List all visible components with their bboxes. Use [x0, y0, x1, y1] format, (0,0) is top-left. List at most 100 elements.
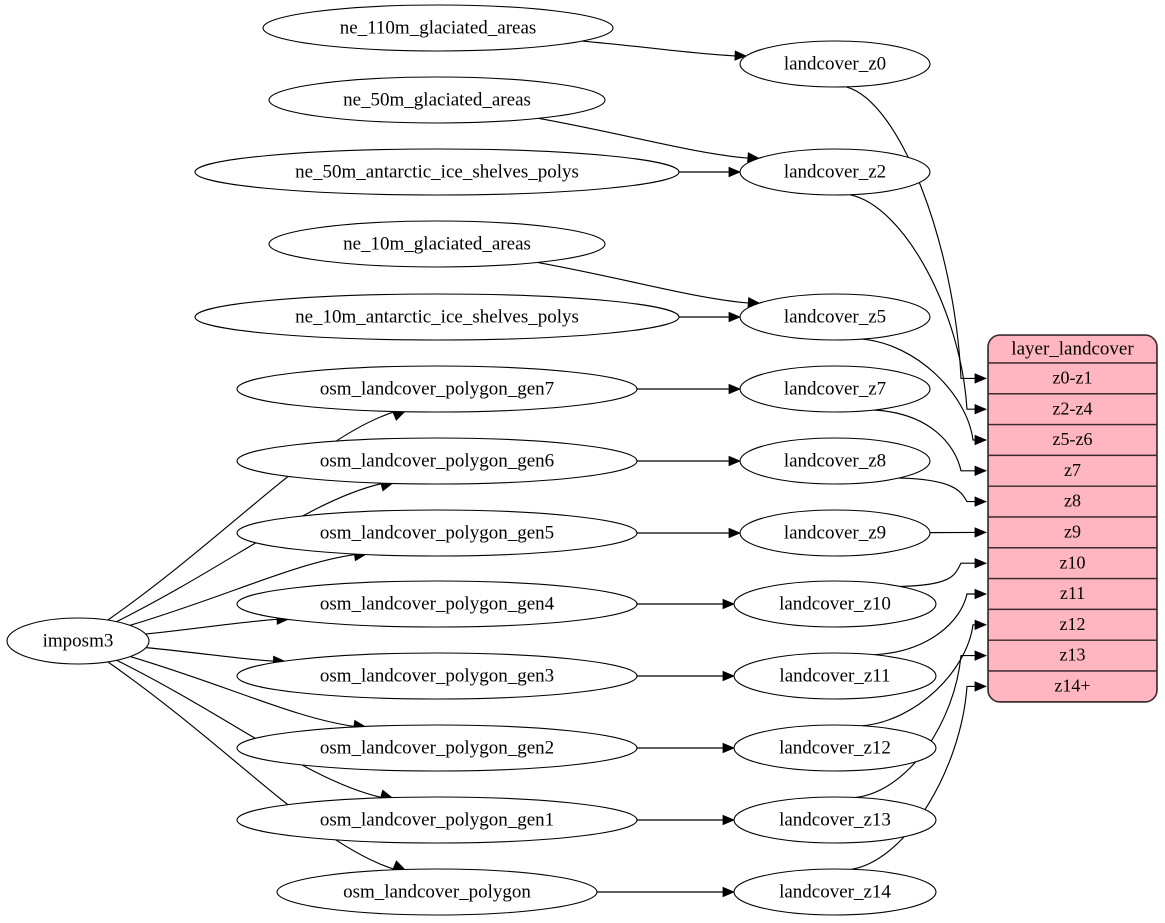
- edge-line: [107, 661, 395, 871]
- node-ne_50m_antarctic_ice_shelves_polys[interactable]: ne_50m_antarctic_ice_shelves_polys: [194, 148, 680, 196]
- node-landcover_z10[interactable]: landcover_z10: [733, 580, 937, 628]
- edge-line: [873, 409, 975, 472]
- edge-osm_landcover_polygon_gen5-to-landcover_z9: [637, 527, 742, 539]
- edge-line: [129, 553, 356, 626]
- edge-line: [107, 411, 395, 621]
- node-imposm3[interactable]: imposm3: [6, 617, 150, 665]
- arrow-head: [722, 814, 736, 826]
- node-landcover_z13[interactable]: landcover_z13: [733, 796, 937, 844]
- arrow-head: [974, 373, 988, 384]
- edge-osm_landcover_polygon_gen2-to-landcover_z12: [637, 742, 736, 754]
- node-ne_110m_glaciated_areas[interactable]: ne_110m_glaciated_areas: [262, 4, 614, 52]
- table-row-label-z7: z7: [1064, 460, 1081, 480]
- arrow-head: [722, 886, 736, 898]
- node-label: osm_landcover_polygon_gen3: [320, 665, 554, 686]
- node-label: osm_landcover_polygon_gen6: [320, 450, 554, 471]
- node-label: landcover_z14: [779, 881, 891, 902]
- arrow-head: [974, 557, 988, 569]
- node-landcover_z14[interactable]: landcover_z14: [733, 868, 937, 916]
- node-landcover_z8[interactable]: landcover_z8: [739, 437, 931, 485]
- node-label: landcover_z5: [784, 306, 886, 327]
- node-label: landcover_z0: [784, 53, 886, 74]
- node-label: ne_50m_glaciated_areas: [343, 89, 531, 110]
- node-landcover_z0[interactable]: landcover_z0: [739, 40, 931, 88]
- edge-line: [845, 86, 975, 379]
- edge-landcover_z14-to-layer_landcover-z14-: [851, 681, 988, 870]
- node-osm_landcover_polygon_gen4[interactable]: osm_landcover_polygon_gen4: [236, 580, 638, 628]
- node-osm_landcover_polygon_gen6[interactable]: osm_landcover_polygon_gen6: [236, 437, 638, 485]
- table-row-z8[interactable]: [988, 485, 1157, 518]
- edge-osm_landcover_polygon_gen3-to-landcover_z11: [637, 670, 736, 682]
- table-body: [988, 335, 1157, 702]
- arrow-head: [392, 411, 406, 421]
- node-osm_landcover_polygon_gen2[interactable]: osm_landcover_polygon_gen2: [236, 724, 638, 772]
- node-osm_landcover_polygon[interactable]: osm_landcover_polygon: [276, 868, 598, 916]
- node-osm_landcover_polygon_gen3[interactable]: osm_landcover_polygon_gen3: [236, 652, 638, 700]
- node-osm_landcover_polygon_gen7[interactable]: osm_landcover_polygon_gen7: [236, 365, 638, 413]
- arrow-head: [392, 860, 406, 870]
- edge-osm_landcover_polygon_gen7-to-landcover_z7: [637, 383, 742, 395]
- edge-landcover_z9-to-layer_landcover-z9: [929, 527, 988, 538]
- node-ne_50m_glaciated_areas[interactable]: ne_50m_glaciated_areas: [268, 76, 606, 124]
- arrow-head: [974, 650, 988, 661]
- node-label: osm_landcover_polygon_gen5: [320, 522, 554, 543]
- node-osm_landcover_polygon_gen1[interactable]: osm_landcover_polygon_gen1: [236, 796, 638, 844]
- node-ne_10m_antarctic_ice_shelves_polys[interactable]: ne_10m_antarctic_ice_shelves_polys: [194, 293, 680, 341]
- node-ne_10m_glaciated_areas[interactable]: ne_10m_glaciated_areas: [268, 220, 606, 268]
- edge-ne_10m_antarctic_ice_shelves_polys-to-landcover_z5: [679, 311, 742, 323]
- edge-line: [145, 618, 279, 635]
- node-landcover_z12[interactable]: landcover_z12: [733, 724, 937, 772]
- edge-line: [900, 562, 975, 587]
- table-row-label-z5-z6: z5-z6: [1053, 429, 1093, 449]
- arrow-head: [728, 383, 742, 395]
- arrow-head: [974, 588, 988, 600]
- table-row-z12[interactable]: [988, 608, 1157, 641]
- node-landcover_z9[interactable]: landcover_z9: [739, 509, 931, 557]
- node-landcover_z5[interactable]: landcover_z5: [739, 293, 931, 341]
- table-row-label-z8: z8: [1064, 491, 1081, 511]
- node-label: ne_10m_glaciated_areas: [343, 233, 531, 254]
- edge-line: [537, 261, 750, 304]
- node-label: landcover_z8: [784, 450, 886, 471]
- arrow-head: [722, 742, 736, 754]
- table-row-z14plus[interactable]: [988, 670, 1157, 702]
- node-landcover_z2[interactable]: landcover_z2: [739, 148, 931, 196]
- edge-line: [874, 593, 975, 656]
- node-label: osm_landcover_polygon_gen7: [320, 378, 554, 399]
- node-landcover_z7[interactable]: landcover_z7: [739, 365, 931, 413]
- arrow-head: [974, 619, 988, 631]
- nodes-layer: imposm3 ne_110m_glaciated_areas ne_50m_gla…: [6, 4, 937, 916]
- node-osm_landcover_polygon_gen5[interactable]: osm_landcover_polygon_gen5: [236, 509, 638, 557]
- arrow-head: [974, 465, 988, 477]
- edge-line: [849, 194, 975, 410]
- node-label: ne_10m_antarctic_ice_shelves_polys: [295, 306, 579, 327]
- layer-landcover-table[interactable]: layer_landcoverz0-z1z2-z4z5-z6z7z8z9z10z…: [987, 334, 1158, 703]
- arrow-head: [974, 434, 988, 446]
- edge-line: [862, 338, 975, 441]
- table-row-label-z11: z11: [1060, 583, 1085, 603]
- node-label: ne_50m_antarctic_ice_shelves_polys: [295, 161, 579, 182]
- arrow-head: [728, 166, 742, 178]
- edge-osm_landcover_polygon_gen4-to-landcover_z10: [637, 598, 736, 610]
- edge-osm_landcover_polygon_gen6-to-landcover_z8: [637, 455, 742, 467]
- arrow-head: [722, 598, 736, 610]
- table-row-z5-z6[interactable]: [988, 423, 1157, 457]
- arrow-head: [734, 50, 748, 61]
- node-label: imposm3: [43, 630, 114, 651]
- node-landcover_z11[interactable]: landcover_z11: [733, 652, 937, 700]
- node-label: landcover_z12: [779, 737, 891, 758]
- edge-landcover_z10-to-layer_landcover-z10: [900, 557, 988, 587]
- node-label: landcover_z10: [779, 593, 891, 614]
- arrow-head: [722, 670, 736, 682]
- arrow-head: [728, 527, 742, 539]
- table-row-z10[interactable]: [988, 547, 1157, 580]
- edge-ne_110m_glaciated_areas-to-landcover_z0: [581, 40, 748, 61]
- edges-layer: [107, 40, 988, 898]
- table-row-z9[interactable]: [988, 516, 1157, 549]
- table-row-label-z0-z1: z0-z1: [1053, 368, 1093, 388]
- node-label: osm_landcover_polygon_gen1: [320, 809, 554, 830]
- node-label: osm_landcover_polygon_gen2: [320, 737, 554, 758]
- table-row-label-z14plus: z14+: [1054, 676, 1090, 696]
